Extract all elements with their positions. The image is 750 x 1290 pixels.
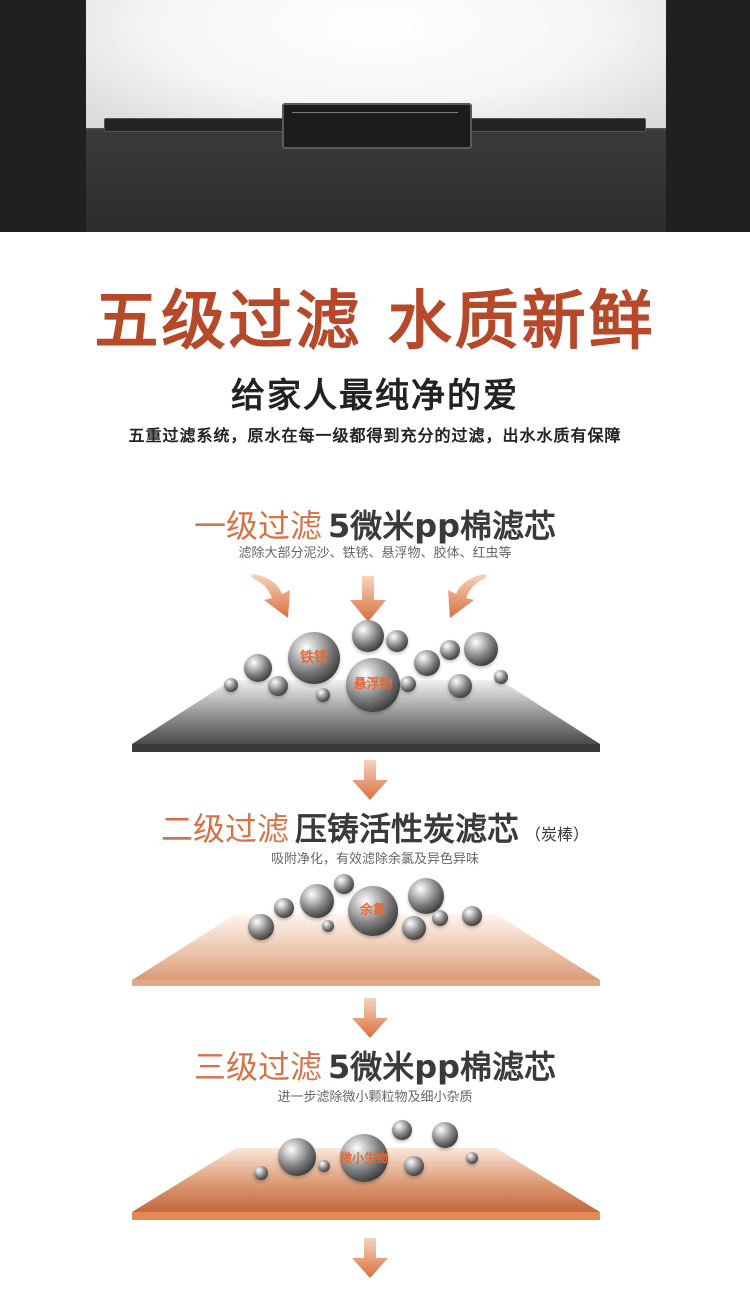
bubble-microorganism: 微小生物 — [340, 1134, 388, 1182]
header-description: 五重过滤系统，原水在每一级都得到充分的过滤，出水水质有保障 — [128, 426, 622, 445]
stage-3-description: 进一步滤除微小颗粒物及细小杂质 — [277, 1090, 473, 1105]
bubble-small — [352, 620, 384, 652]
stage-1-level: 一级过滤 — [193, 507, 322, 545]
bubble-small — [300, 884, 334, 918]
stage-3-name: 5微米pp棉滤芯 — [327, 1048, 557, 1086]
bubble-suspended-matter: 悬浮物 — [346, 658, 400, 712]
bubble-small — [464, 632, 498, 666]
bubble-small — [244, 654, 272, 682]
bubble-small — [392, 1120, 412, 1140]
bubble-residual-chlorine: 余氯 — [348, 886, 398, 936]
down-arrow-icon — [350, 576, 386, 622]
main-title: 五级过滤 水质新鲜 — [94, 285, 656, 359]
bubble-small — [440, 640, 460, 660]
curved-arrow-left-icon — [252, 574, 290, 618]
bubble-small — [432, 910, 448, 926]
stage-1-name: 5微米pp棉滤芯 — [327, 507, 557, 545]
product-base-highlight — [292, 112, 458, 121]
bubble-small — [224, 678, 238, 692]
bubble-small — [268, 676, 288, 696]
bubble-small — [400, 676, 416, 692]
bubble-small — [316, 688, 330, 702]
bubble-small — [404, 1156, 424, 1176]
bubble-small — [408, 878, 444, 914]
bubble-small — [254, 1166, 268, 1180]
stage-2-description: 吸附净化，有效滤除余氯及异色异味 — [270, 852, 479, 867]
bubble-small — [322, 920, 334, 932]
product-base-center — [282, 103, 472, 149]
down-arrow-icon — [352, 760, 388, 800]
bubble-small — [274, 898, 294, 918]
bubble-small — [318, 1160, 330, 1172]
stage-2-level: 二级过滤 — [160, 810, 289, 848]
stage-1-description: 滤除大部分泥沙、铁锈、悬浮物、胶体、红虫等 — [238, 546, 512, 561]
filter-plate-1 — [132, 680, 600, 752]
stage-2-name: 压铸活性炭滤芯 — [294, 810, 519, 848]
bubble-small — [494, 670, 508, 684]
hero-product-image — [0, 0, 750, 232]
down-arrow-icon — [352, 998, 388, 1038]
bubble-small — [248, 914, 274, 940]
bubble-small — [462, 906, 482, 926]
bubble-small — [448, 674, 472, 698]
stage-2-note: （炭棒） — [525, 825, 590, 844]
bubble-rust: 铁锈 — [288, 632, 340, 684]
bubble-small — [414, 650, 440, 676]
bubble-small — [432, 1122, 458, 1148]
bubble-small — [334, 874, 354, 894]
bubble-small — [402, 916, 426, 940]
bubble-small — [278, 1138, 316, 1176]
subtitle: 给家人最纯净的爱 — [231, 376, 519, 416]
bubble-small — [386, 630, 408, 652]
bubble-small — [466, 1152, 478, 1164]
down-arrow-icon — [352, 1238, 388, 1278]
curved-arrow-right-icon — [448, 574, 486, 618]
stage-2-title: 二级过滤压铸活性炭滤芯 （炭棒） — [0, 808, 750, 856]
stage-3-level: 三级过滤 — [193, 1048, 322, 1086]
